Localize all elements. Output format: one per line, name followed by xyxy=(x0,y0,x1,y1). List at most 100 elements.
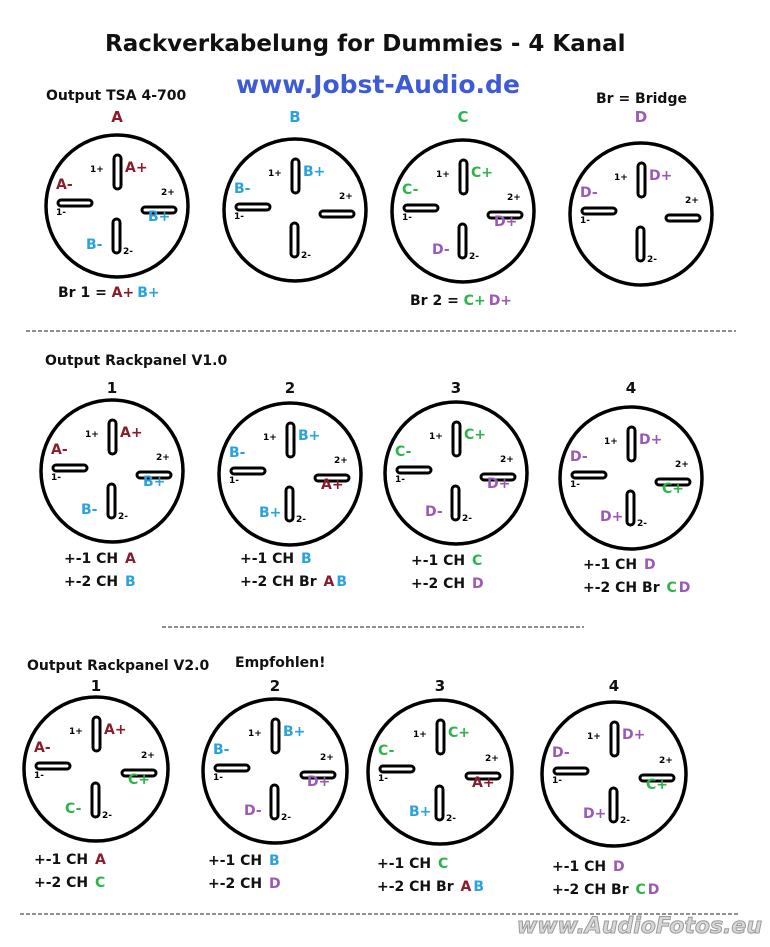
page-title: Rackverkabelung for Dummies - 4 Kanal xyxy=(105,31,626,57)
bridge-note: Br = Bridge xyxy=(596,91,687,107)
connector-0-1 xyxy=(222,137,368,283)
channel-legend-line: +-1 CH C xyxy=(377,856,448,872)
signal-label-left: B- xyxy=(229,445,246,461)
pin-number-1plus: 1+ xyxy=(587,732,601,742)
connector-outline xyxy=(540,700,688,848)
signal-label-right: D+ xyxy=(494,214,518,230)
signal-label-top: A+ xyxy=(120,425,143,441)
connector-1-1 xyxy=(217,401,363,547)
channel-legend-prefix: +-2 CH xyxy=(208,876,268,892)
channel-legend-prefix: +-2 CH Br xyxy=(552,882,634,898)
pin-top xyxy=(112,153,123,191)
signal-label-bottom: B+ xyxy=(259,505,282,521)
connector-1-3 xyxy=(558,405,704,551)
channel-legend-prefix: +-1 CH xyxy=(583,557,643,573)
channel-legend-prefix: +-2 CH Br xyxy=(583,580,665,596)
connector-0-0 xyxy=(44,133,190,279)
channel-legend-channel: A xyxy=(460,879,472,895)
pin-bottom xyxy=(457,222,468,260)
channel-legend-line: +-1 CH A xyxy=(64,551,136,567)
connector-outline xyxy=(201,697,349,845)
pin-right xyxy=(654,477,692,487)
connector-outline xyxy=(366,698,514,846)
signal-label-top: D+ xyxy=(649,168,673,184)
connector-2-0 xyxy=(22,695,170,843)
pin-right xyxy=(318,209,356,219)
channel-legend-prefix: +-2 CH xyxy=(34,875,94,891)
signal-label-bottom: D+ xyxy=(600,509,624,525)
connector-label: C xyxy=(457,108,469,126)
pin-number-2minus: 2- xyxy=(296,515,306,525)
signal-label-left: C- xyxy=(402,182,419,198)
pin-number-2plus: 2+ xyxy=(156,453,170,463)
connector-label: 2 xyxy=(284,379,296,397)
channel-legend-channel: D xyxy=(647,882,660,898)
channel-legend-channel: D xyxy=(472,576,484,592)
signal-label-top: A+ xyxy=(125,160,148,176)
signal-label-right: C+ xyxy=(128,772,151,788)
channel-legend-prefix: +-1 CH xyxy=(208,853,268,869)
channel-legend-prefix: +-2 CH xyxy=(411,576,471,592)
website-link[interactable]: www.Jobst-Audio.de xyxy=(236,70,520,99)
pin-number-2minus: 2- xyxy=(446,814,456,824)
channel-legend-prefix: +-1 CH xyxy=(377,856,437,872)
pin-number-2plus: 2+ xyxy=(339,192,353,202)
pin-right xyxy=(135,470,173,480)
pin-left xyxy=(234,202,272,212)
channel-legend-line: +-1 CH C xyxy=(411,553,482,569)
signal-label-top: D+ xyxy=(622,727,646,743)
pin-bottom xyxy=(106,482,117,520)
pin-number-2plus: 2+ xyxy=(685,196,699,206)
pin-number-1plus: 1+ xyxy=(413,730,427,740)
pin-left xyxy=(34,761,72,771)
recommended-note: Empfohlen! xyxy=(235,655,326,671)
signal-label-right: C+ xyxy=(646,777,669,793)
channel-legend-channel: B xyxy=(301,551,312,567)
pin-number-2minus: 2- xyxy=(123,247,133,257)
channel-legend-line: +-2 CH D xyxy=(411,576,484,592)
connector-outline xyxy=(568,141,714,287)
signal-label-right: D+ xyxy=(487,476,511,492)
pin-top xyxy=(290,157,301,195)
channel-legend-channel: C xyxy=(472,553,483,569)
pin-number-2minus: 2- xyxy=(469,252,479,262)
channel-legend-channel: A xyxy=(95,852,106,868)
channel-legend-channel: D xyxy=(644,557,656,573)
pin-left xyxy=(570,470,608,480)
section-heading-v1: Output Rackpanel V1.0 xyxy=(45,353,228,369)
pin-number-2plus: 2+ xyxy=(675,460,689,470)
channel-legend-line: +-1 CH A xyxy=(34,852,106,868)
channel-legend-line: +-2 CH B xyxy=(64,574,136,590)
pin-number-2minus: 2- xyxy=(281,813,291,823)
bridge-note-prefix: Br 2 = xyxy=(410,293,464,309)
channel-legend-line: +-2 CH D xyxy=(208,876,281,892)
connector-label: A xyxy=(111,108,123,126)
channel-legend-channel: B xyxy=(125,574,136,590)
channel-legend-prefix: +-1 CH xyxy=(240,551,300,567)
channel-legend-channel: B xyxy=(473,879,484,895)
pin-number-1minus: 1- xyxy=(570,480,580,490)
pin-top xyxy=(435,718,446,756)
signal-label-top: A+ xyxy=(104,722,127,738)
pin-number-2minus: 2- xyxy=(637,519,647,529)
signal-label-bottom: B- xyxy=(81,502,98,518)
connector-label: D xyxy=(634,108,648,126)
channel-legend-channel: D xyxy=(678,580,691,596)
pin-number-2plus: 2+ xyxy=(507,193,521,203)
signal-label-right: B+ xyxy=(148,209,171,225)
pin-number-2minus: 2- xyxy=(462,514,472,524)
connector-label: 3 xyxy=(450,379,462,397)
signal-label-bottom: D- xyxy=(425,504,443,520)
pin-right xyxy=(140,205,178,215)
connector-outline xyxy=(222,137,368,283)
channel-legend-line: +-1 CH D xyxy=(583,557,656,573)
pin-number-2plus: 2+ xyxy=(141,751,155,761)
connector-label: B xyxy=(289,108,301,126)
signal-label-right: A+ xyxy=(472,775,495,791)
channel-legend-channel: B xyxy=(269,853,280,869)
pin-top xyxy=(458,158,469,196)
channel-legend-channel: C xyxy=(95,875,106,891)
pin-number-2plus: 2+ xyxy=(161,188,175,198)
